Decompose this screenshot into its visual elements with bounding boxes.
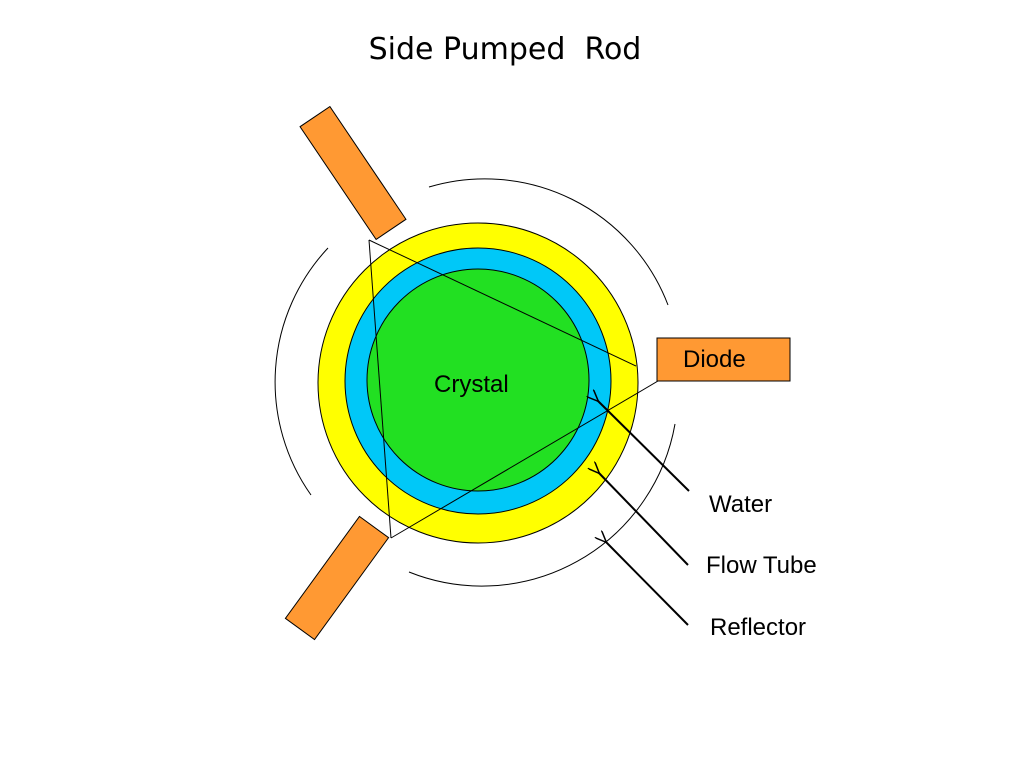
reflector	[274, 178, 676, 587]
diode-top-left	[299, 105, 407, 241]
crystal-rod	[366, 268, 590, 492]
water-arrow	[597, 400, 690, 492]
crystal-label: Crystal	[434, 371, 509, 398]
diodes	[284, 105, 791, 641]
reflector-arc-top	[428, 178, 669, 306]
diode-label: Diode	[683, 346, 746, 373]
page-title: Side Pumped Rod	[368, 32, 642, 67]
reflector-label: Reflector	[710, 614, 806, 641]
diode-bottom-left	[284, 515, 390, 641]
water-label: Water	[709, 491, 772, 518]
pump-rays	[368, 239, 659, 539]
reflector-arrow	[605, 541, 689, 626]
diode-right	[656, 337, 791, 382]
pointer-arrows	[597, 400, 690, 626]
flow-tube-label: Flow Tube	[706, 552, 817, 579]
flow-tube-arrow	[598, 472, 689, 566]
reflector-arc-bottom	[408, 423, 676, 587]
reflector-arc-left	[274, 247, 329, 496]
